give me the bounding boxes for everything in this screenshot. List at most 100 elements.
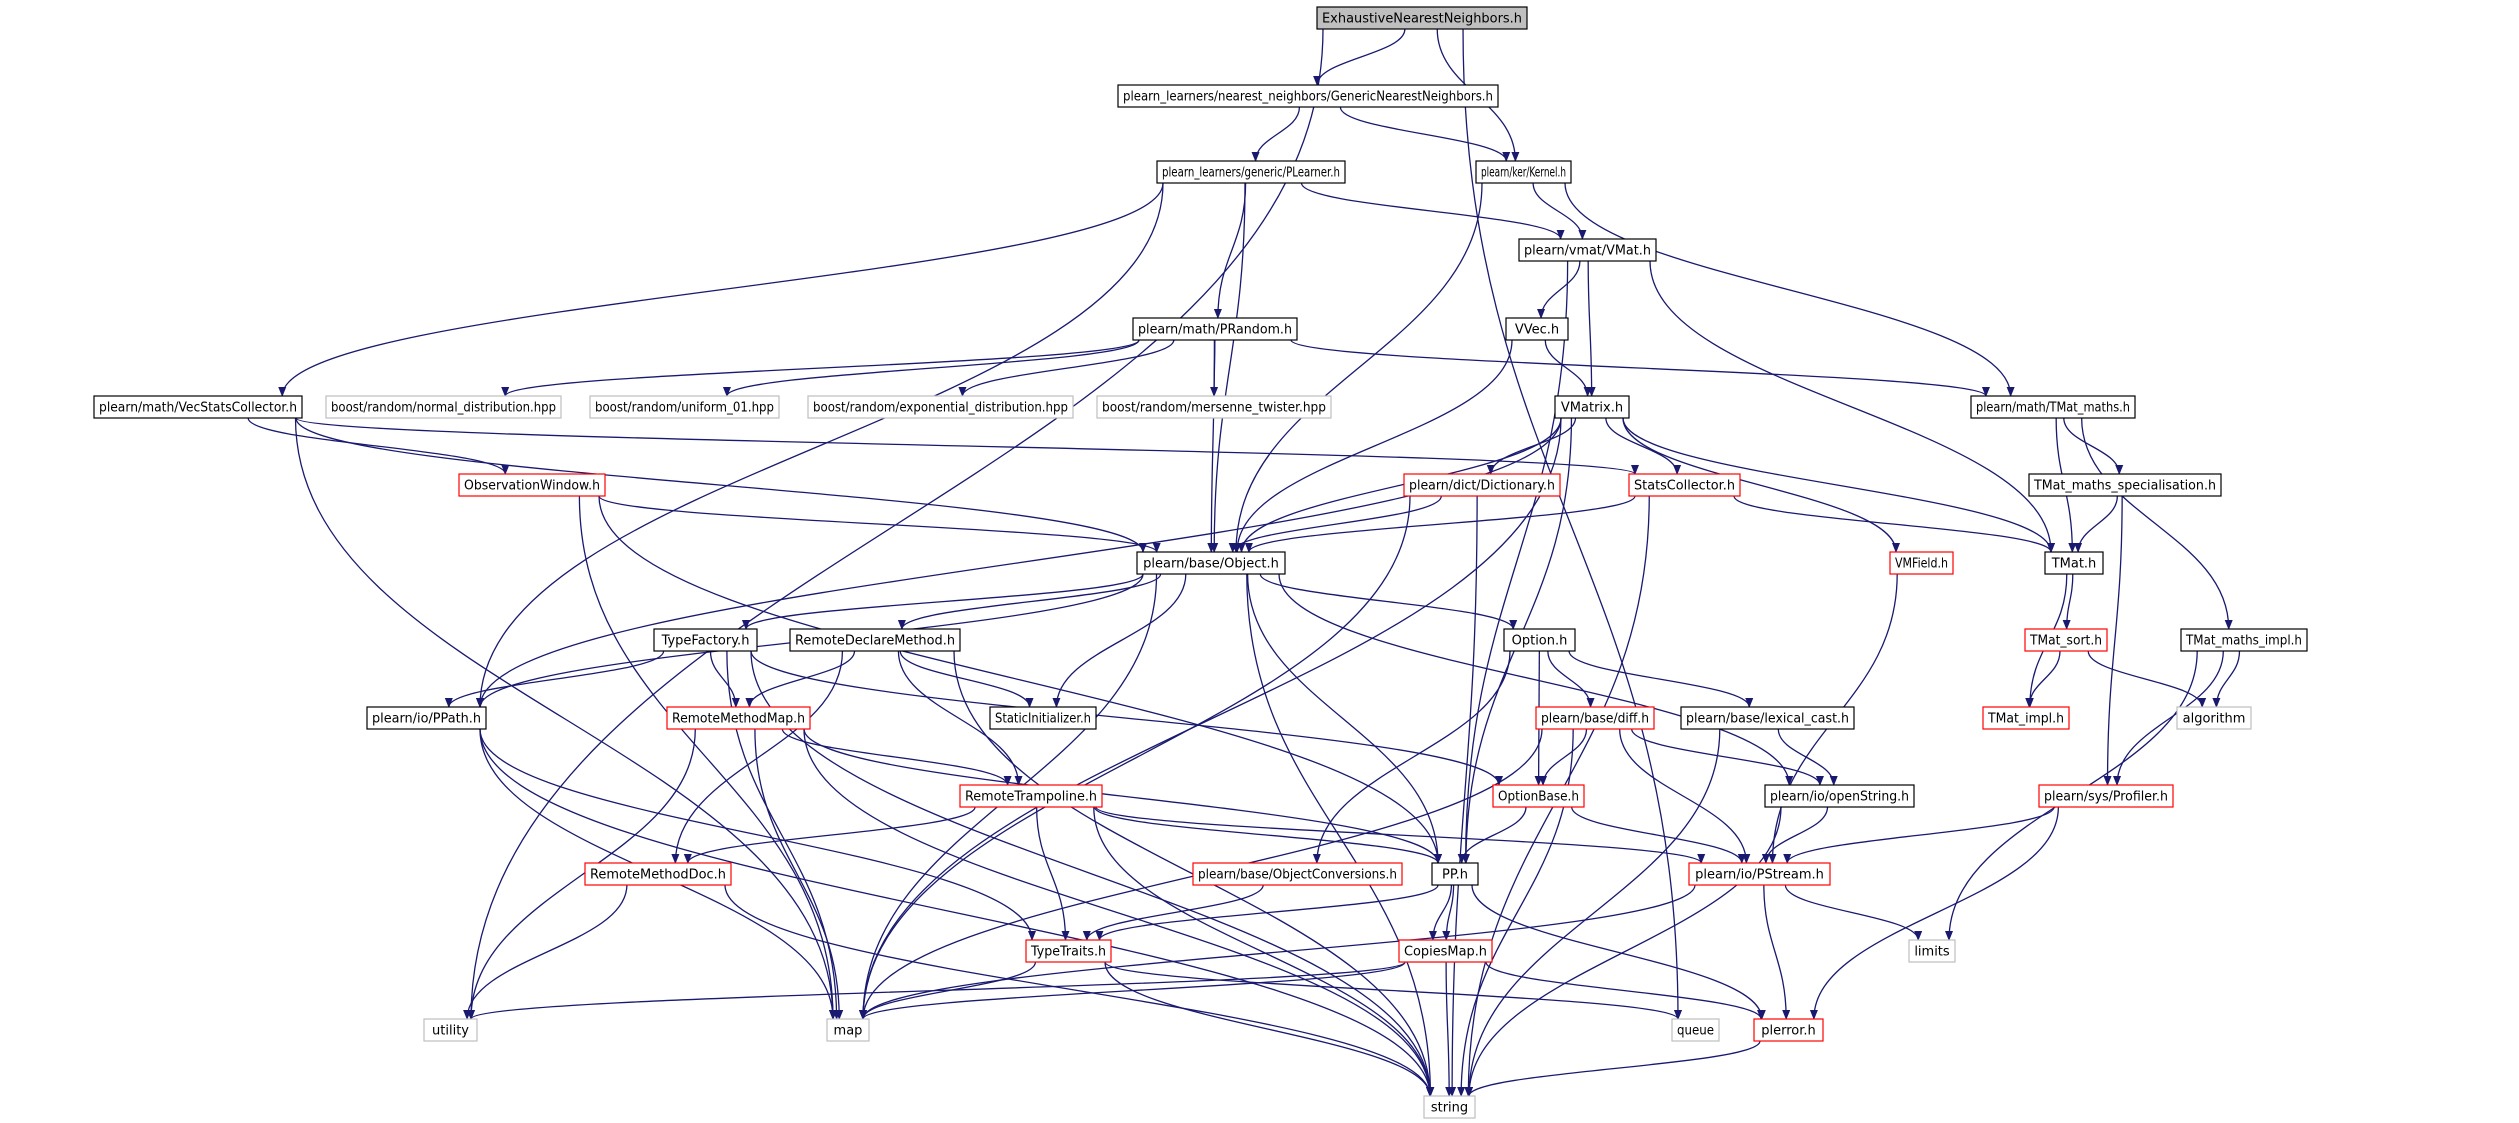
node-vvec[interactable]: VVec.h [1505,317,1569,341]
node-plerror[interactable]: plerror.h [1753,1018,1824,1042]
node-tmatmathsimpl[interactable]: TMat_maths_impl.h [2180,628,2308,652]
node-box-typetraits [1025,939,1112,963]
edge-remotedecl-to-remotemethodmap [745,650,856,708]
node-gnn[interactable]: plearn_learners/nearest_neighbors/Generi… [1117,84,1499,108]
node-copiesmap[interactable]: CopiesMap.h [1398,939,1493,963]
node-obswin[interactable]: ObservationWindow.h [458,473,606,497]
node-vecstats[interactable]: plearn/math/VecStatsCollector.h [93,395,303,419]
node-exh[interactable]: ExhaustiveNearestNeighbors.h [1316,6,1528,30]
node-tmatmaths[interactable]: plearn/math/TMat_maths.h [1970,395,2136,419]
node-algorithm[interactable]: algorithm [2176,706,2252,730]
node-box-tmat [2044,551,2104,575]
edge-vecstats-to-statscoll [295,417,1639,475]
node-typetraits[interactable]: TypeTraits.h [1025,939,1112,963]
edge-option-to-diff [1547,650,1595,708]
node-string[interactable]: string [1423,1095,1476,1119]
node-pstream[interactable]: plearn/io/PStream.h [1688,862,1831,886]
node-expdist[interactable]: boost/random/exponential_distribution.hp… [807,395,1074,419]
node-box-statscoll [1628,473,1741,497]
node-plearner[interactable]: plearn_learners/generic/PLearner.h [1156,160,1346,184]
edge-statscoll-to-object [1245,495,1636,553]
edge-diff-to-string [1457,728,1574,1097]
node-optionbase[interactable]: OptionBase.h [1492,784,1585,808]
node-diff[interactable]: plearn/base/diff.h [1535,706,1655,730]
node-tmatsort[interactable]: TMat_sort.h [2024,628,2108,652]
node-typefactory[interactable]: TypeFactory.h [653,628,758,652]
node-ppath[interactable]: plearn/io/PPath.h [366,706,487,730]
edge-plerror-to-string [1465,1040,1761,1097]
node-statscoll[interactable]: StatsCollector.h [1628,473,1741,497]
node-map[interactable]: map [826,1018,870,1042]
edge-tmatmaths-to-tmatmathsimpl [2081,417,2233,630]
node-tmat[interactable]: TMat.h [2044,551,2104,575]
edge-objconv-to-typetraits [1082,884,1264,941]
edge-vvec-to-object [1233,339,1513,553]
node-label-normdist: boost/random/normal_distribution.hpp [331,401,556,416]
node-objconv[interactable]: plearn/base/ObjectConversions.h [1192,862,1403,886]
node-label-ppath: plearn/io/PPath.h [372,712,481,727]
node-label-vmfield: VMField.h [1895,557,1948,572]
edge-vecstats-to-obswin [247,417,510,475]
node-tmatspec[interactable]: TMat_maths_specialisation.h [2028,473,2222,497]
node-limits[interactable]: limits [1908,939,1956,963]
edge-plearner-to-vecstats [278,182,1164,397]
node-box-profiler [2038,784,2174,808]
node-prandom[interactable]: plearn/math/PRandom.h [1132,317,1298,341]
node-option[interactable]: Option.h [1503,628,1576,652]
node-box-algorithm [2176,706,2252,730]
node-label-profiler: plearn/sys/Profiler.h [2044,790,2168,805]
node-box-pp [1431,862,1479,886]
node-openstring[interactable]: plearn/io/openString.h [1764,784,1915,808]
node-box-dict [1403,473,1561,497]
node-label-staticinit: StaticInitializer.h [995,712,1091,727]
edge-option-to-lexcast [1568,650,1754,708]
edge-kernel-to-tmatmaths [1564,182,2015,397]
node-kernel[interactable]: plearn/ker/Kernel.h [1475,160,1572,184]
edge-gnn-to-plearner [1251,106,1301,162]
edge-remotetramp-to-typetraits [1035,806,1070,941]
edge-obswin-to-map [578,495,837,1020]
node-remotetramp[interactable]: RemoteTrampoline.h [959,784,1103,808]
edge-remotedecl-to-remotemethoddoc [671,650,844,864]
node-box-lexcast [1680,706,1855,730]
node-vmfield[interactable]: VMField.h [1889,551,1954,575]
node-remotedecl[interactable]: RemoteDeclareMethod.h [789,628,961,652]
node-object[interactable]: plearn/base/Object.h [1136,551,1286,575]
node-box-tmatspec [2028,473,2222,497]
node-remotemethoddoc[interactable]: RemoteMethodDoc.h [584,862,732,886]
edge-exh-to-queue [1462,28,1682,1020]
node-unif01[interactable]: boost/random/uniform_01.hpp [589,395,780,419]
node-label-limits: limits [1914,945,1950,960]
node-staticinit[interactable]: StaticInitializer.h [989,706,1097,730]
node-label-mersenne: boost/random/mersenne_twister.hpp [1102,401,1326,416]
edge-typefactory-to-ppath [444,650,665,708]
edge-typefactory-to-optionbase [750,650,1503,786]
node-mersenne[interactable]: boost/random/mersenne_twister.hpp [1096,395,1332,419]
edge-remotemethodmap-to-remotetramp [781,728,1012,786]
edge-gnn-to-kernel [1339,106,1511,162]
edge-option-to-objconv [1312,650,1511,864]
node-label-typefactory: TypeFactory.h [661,634,750,649]
edge-remotedecl-to-string [953,650,1434,1097]
node-profiler[interactable]: plearn/sys/Profiler.h [2038,784,2174,808]
node-vmat[interactable]: plearn/vmat/VMat.h [1518,238,1657,262]
node-label-plerror: plerror.h [1761,1024,1816,1039]
node-pp[interactable]: PP.h [1431,862,1479,886]
node-normdist[interactable]: boost/random/normal_distribution.hpp [325,395,562,419]
node-box-tmatsort [2024,628,2108,652]
node-lexcast[interactable]: plearn/base/lexical_cast.h [1680,706,1855,730]
edge-profiler-to-pstream [1783,806,2055,864]
node-box-limits [1908,939,1956,963]
node-utility[interactable]: utility [423,1018,478,1042]
node-tmatimpl[interactable]: TMat_impl.h [1982,706,2070,730]
node-queue[interactable]: queue [1671,1018,1720,1042]
edge-diff-to-pstream [1619,728,1751,864]
node-dict[interactable]: plearn/dict/Dictionary.h [1403,473,1561,497]
node-remotemethodmap[interactable]: RemoteMethodMap.h [666,706,811,730]
node-box-plerror [1753,1018,1824,1042]
node-label-statscoll: StatsCollector.h [1634,479,1735,494]
node-vmatrix[interactable]: VMatrix.h [1554,395,1630,419]
node-label-tmat: TMat.h [2051,557,2097,572]
edge-vmatrix-to-map [859,417,1562,1020]
node-label-obswin: ObservationWindow.h [464,479,600,494]
